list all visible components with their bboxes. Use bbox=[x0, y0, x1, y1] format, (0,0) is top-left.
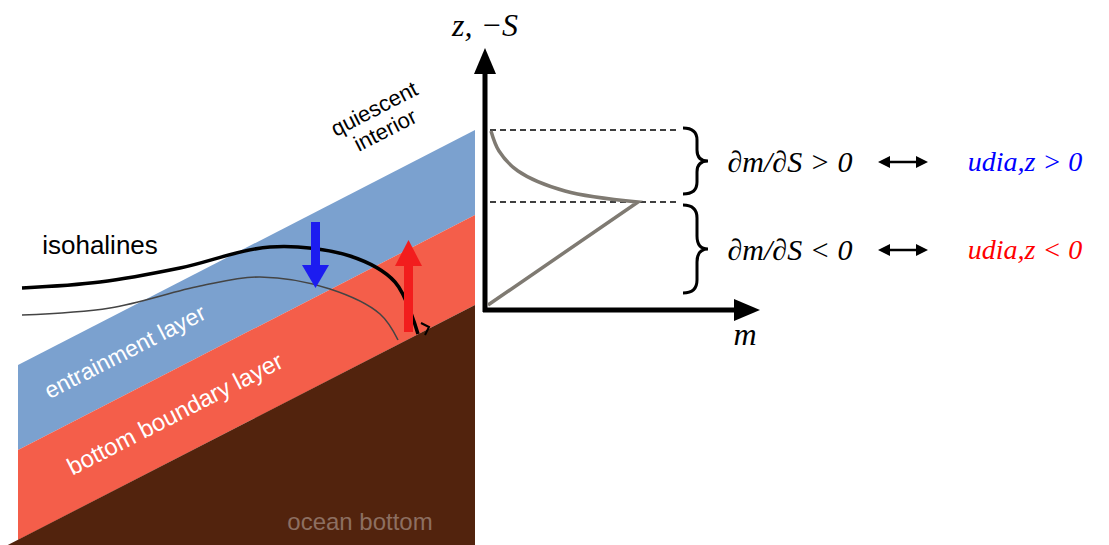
condition-text: ∂m/∂S > 0 bbox=[728, 145, 853, 179]
downward-arrow bbox=[302, 222, 329, 288]
line-label: isohalines bbox=[42, 230, 158, 261]
dashed-level bbox=[490, 129, 680, 131]
isohaline-line bbox=[22, 247, 418, 334]
velocity-text: udia,z > 0 bbox=[968, 146, 1083, 178]
band-fill bbox=[0, 305, 475, 545]
dashed-level bbox=[490, 201, 680, 203]
axis-label: z, −S bbox=[452, 7, 518, 44]
brace bbox=[683, 128, 708, 194]
brace bbox=[683, 205, 708, 293]
double-arrow bbox=[878, 156, 928, 168]
ocean-bottom-region: ocean bottom bbox=[0, 305, 475, 545]
isohaline-line bbox=[22, 277, 398, 340]
upward-arrow bbox=[395, 240, 422, 332]
region-label: quiescent interior bbox=[321, 74, 439, 166]
velocity-text: udia,z < 0 bbox=[968, 234, 1083, 266]
profile-curve bbox=[488, 131, 638, 305]
double-arrow bbox=[878, 244, 928, 256]
axes bbox=[474, 48, 760, 321]
layer-name: ocean bottom bbox=[287, 508, 432, 536]
axis-label: m bbox=[733, 316, 756, 353]
condition-text: ∂m/∂S < 0 bbox=[728, 233, 853, 267]
right-angle-marker bbox=[421, 323, 429, 335]
